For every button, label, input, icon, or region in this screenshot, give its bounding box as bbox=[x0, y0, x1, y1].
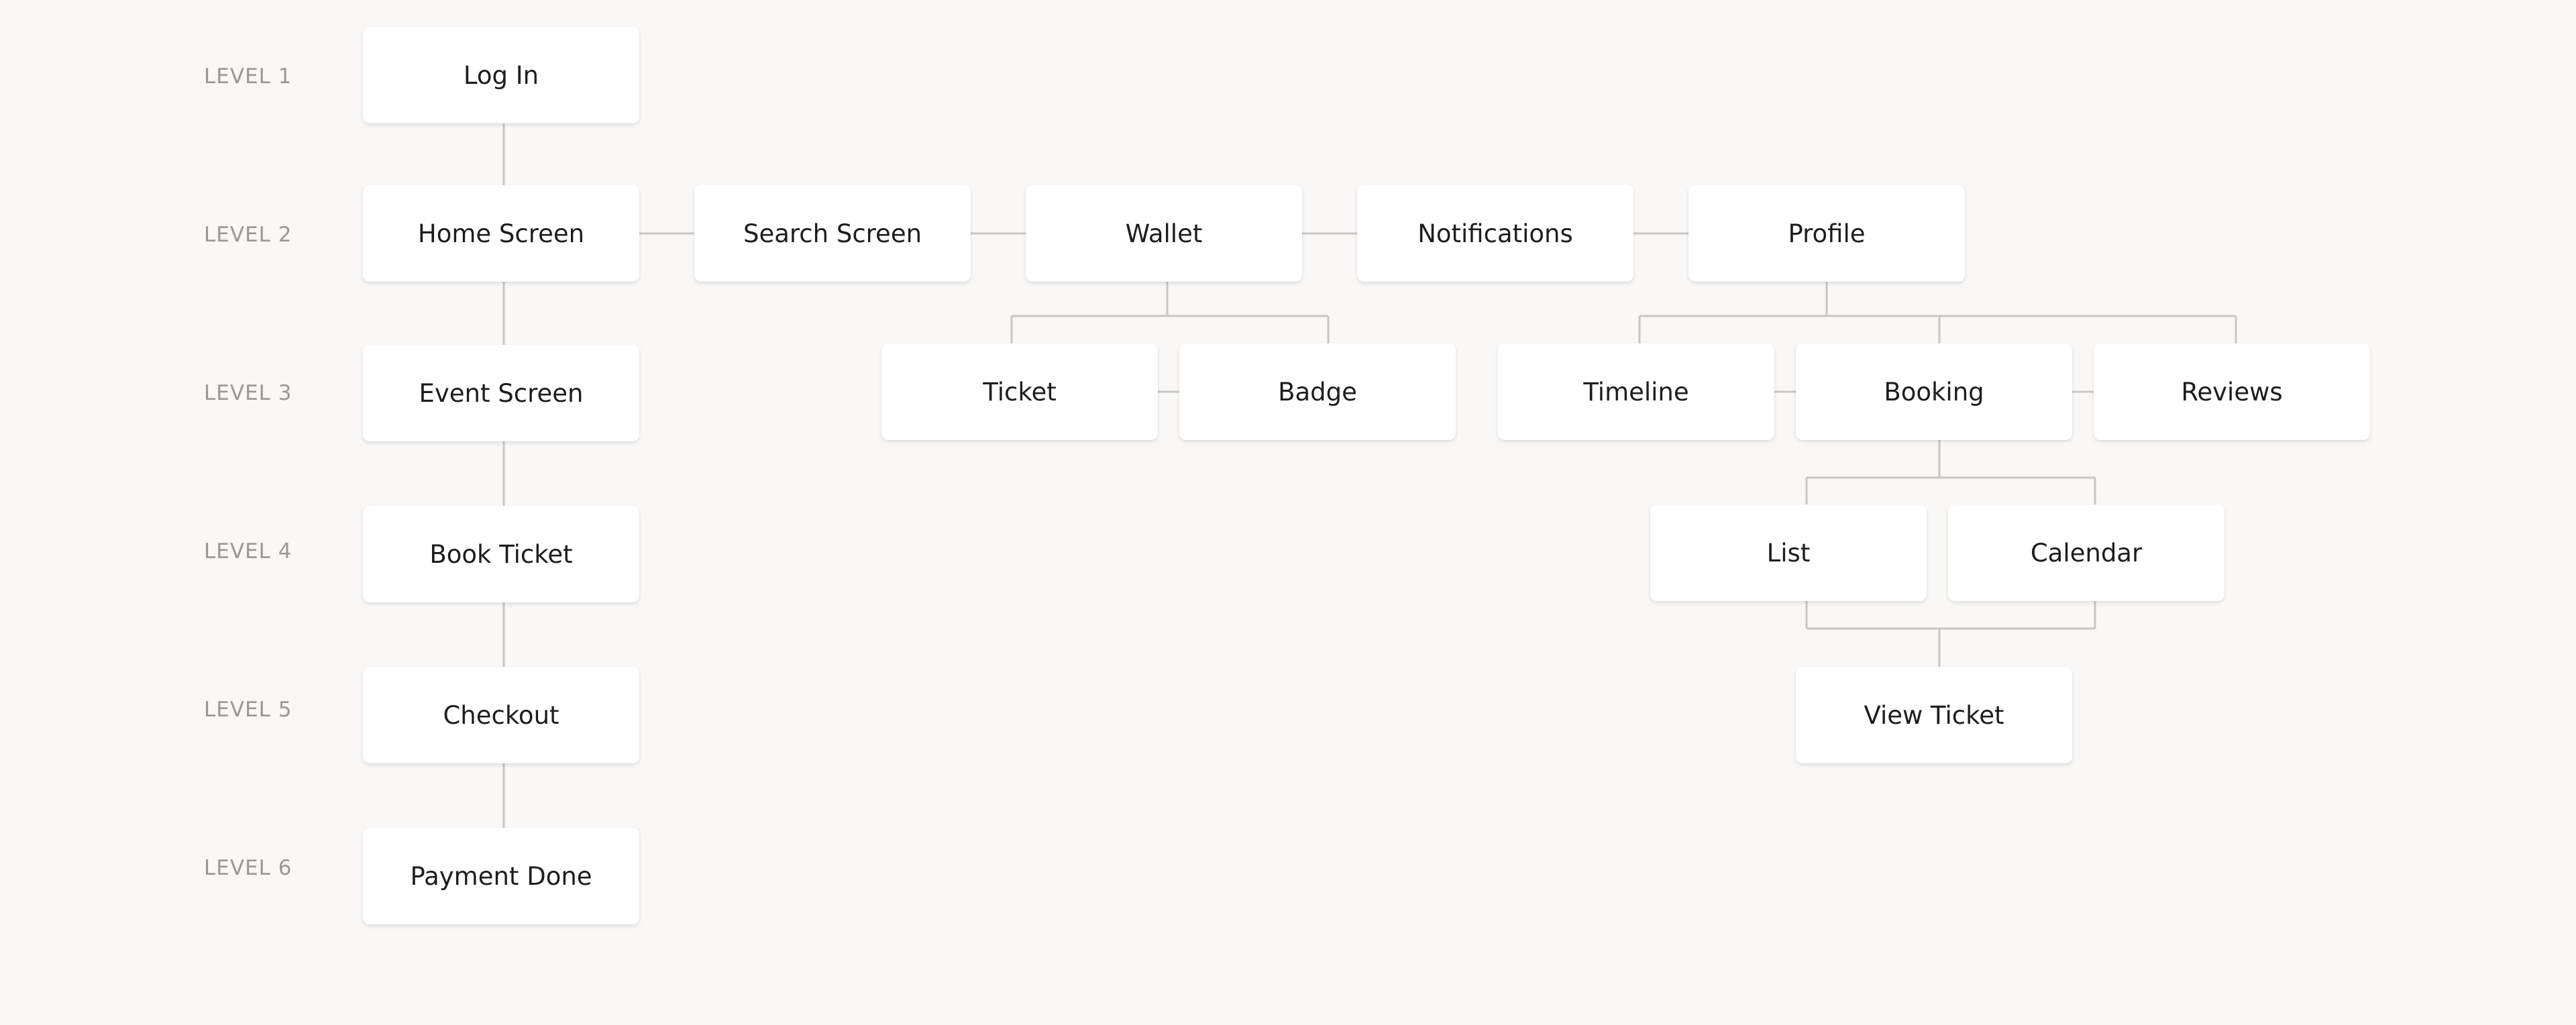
node-list[interactable]: List bbox=[1650, 504, 1927, 601]
node-timeline[interactable]: Timeline bbox=[1498, 343, 1774, 440]
node-checkout[interactable]: Checkout bbox=[363, 667, 639, 763]
node-search-screen[interactable]: Search Screen bbox=[694, 185, 971, 282]
level-label-3: LEVEL 3 bbox=[204, 381, 292, 405]
node-payment-done[interactable]: Payment Done bbox=[363, 828, 639, 924]
node-view-ticket[interactable]: View Ticket bbox=[1796, 667, 2072, 763]
node-badge[interactable]: Badge bbox=[1179, 343, 1456, 440]
node-log-in[interactable]: Log In bbox=[363, 27, 639, 123]
level-label-5: LEVEL 5 bbox=[204, 698, 292, 722]
node-booking[interactable]: Booking bbox=[1796, 343, 2072, 440]
node-notifications[interactable]: Notifications bbox=[1357, 185, 1633, 282]
level-label-1: LEVEL 1 bbox=[204, 64, 292, 89]
node-reviews[interactable]: Reviews bbox=[2094, 343, 2370, 440]
level-label-2: LEVEL 2 bbox=[204, 223, 292, 247]
node-calendar[interactable]: Calendar bbox=[1948, 504, 2224, 601]
level-label-6: LEVEL 6 bbox=[204, 856, 292, 880]
node-event-screen[interactable]: Event Screen bbox=[363, 345, 639, 441]
node-ticket[interactable]: Ticket bbox=[881, 343, 1158, 440]
node-book-ticket[interactable]: Book Ticket bbox=[363, 506, 639, 602]
level-label-4: LEVEL 4 bbox=[204, 539, 292, 563]
node-home-screen[interactable]: Home Screen bbox=[363, 185, 639, 282]
node-profile[interactable]: Profile bbox=[1688, 185, 1965, 282]
node-wallet[interactable]: Wallet bbox=[1026, 185, 1302, 282]
